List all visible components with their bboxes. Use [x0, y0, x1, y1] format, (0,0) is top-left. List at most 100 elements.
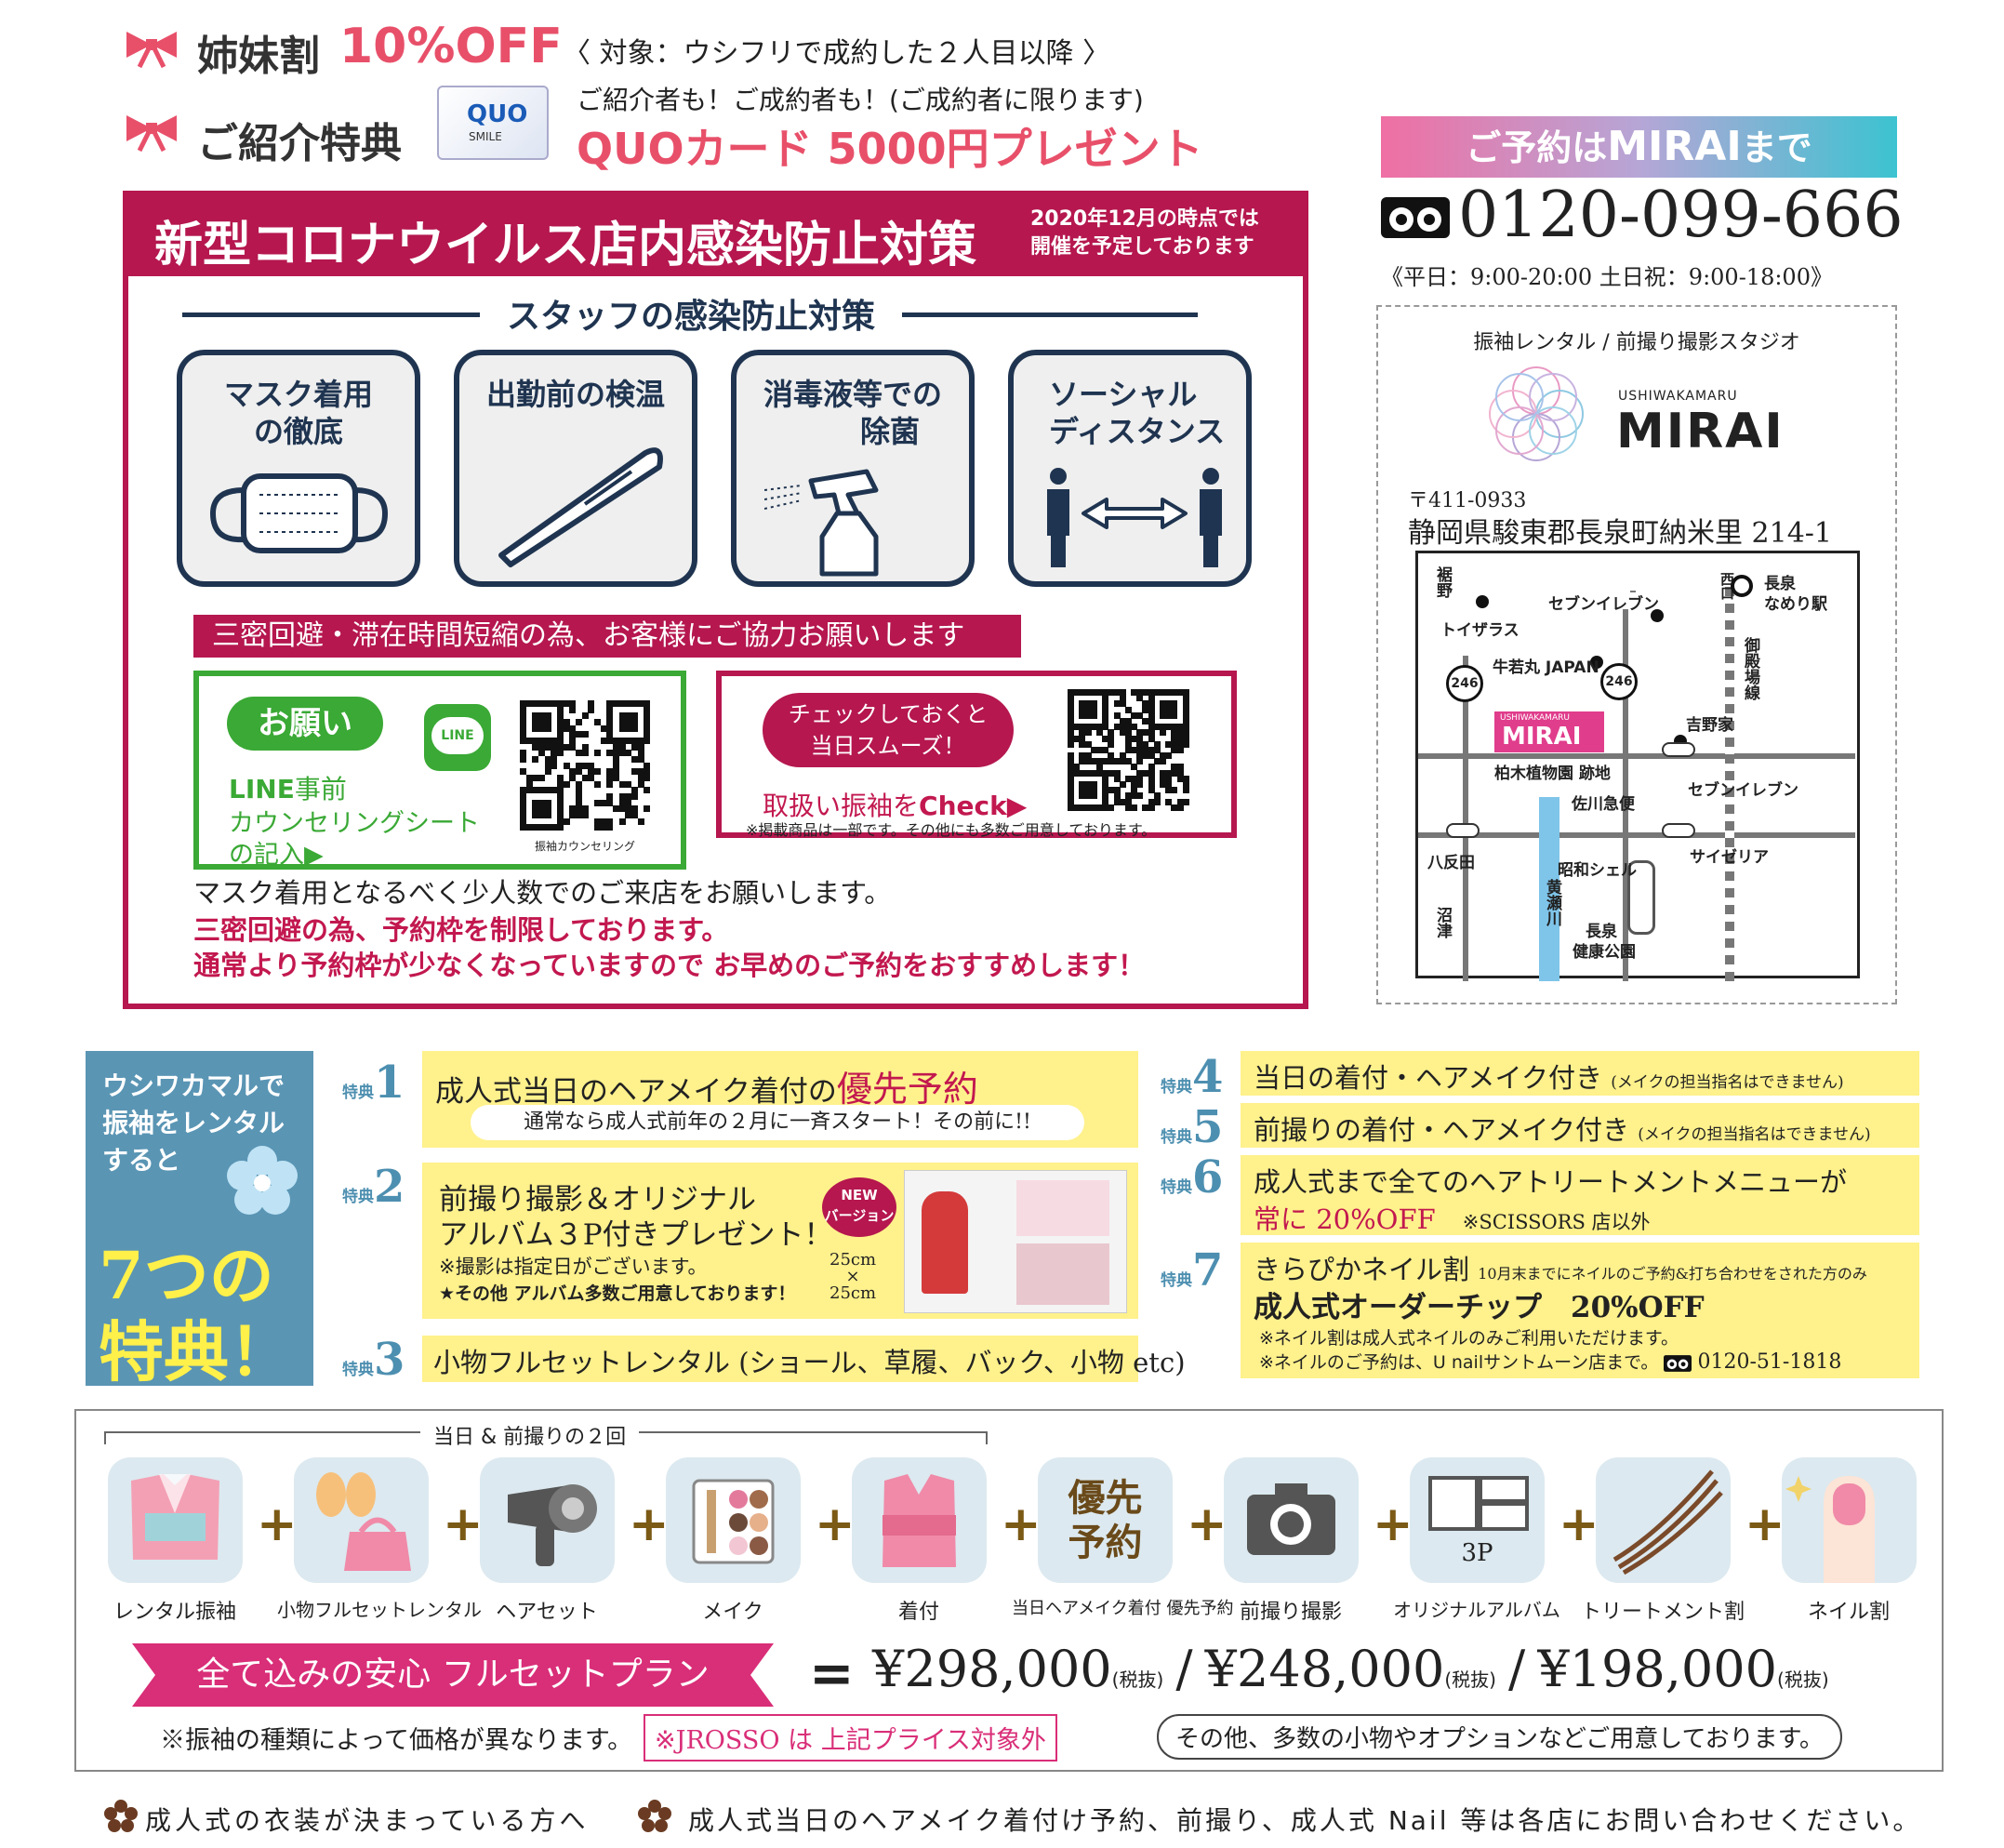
referral-note: ご紹介者も！ご成約者も！(ご成約者に限ります): [577, 85, 1144, 115]
qr-module: [625, 738, 632, 744]
qr-module: [613, 750, 619, 757]
qr-module: [1148, 724, 1155, 731]
qr-module: [1102, 706, 1109, 713]
qr-module: [1113, 711, 1121, 719]
studio-zip: 〒411-0933: [1408, 489, 1527, 512]
qr-module: [631, 725, 638, 732]
qr-module: [618, 725, 626, 732]
qr-module: [606, 725, 614, 732]
qr-module: [1113, 724, 1121, 731]
qr-module: [532, 799, 539, 806]
qr-module: [1182, 798, 1189, 805]
qr-module: [1142, 769, 1149, 777]
qr-module: [618, 738, 626, 744]
qr-module: [1084, 769, 1092, 777]
qr-module: [618, 743, 626, 751]
qr-module: [1165, 769, 1173, 777]
qr-module: [644, 768, 651, 776]
dressing-kimono-icon: [852, 1457, 987, 1583]
qr-module: [618, 805, 626, 813]
qr-module: [1165, 711, 1173, 719]
qr-module: [551, 762, 558, 769]
qr-module: [631, 738, 638, 744]
qr-module: [1124, 758, 1132, 765]
qr-module: [1176, 804, 1184, 811]
benefit-4-box: 当日の着付・ヘアメイク付き (メイクの担当指名はできません): [1241, 1051, 1919, 1096]
check-link[interactable]: 取扱い振袖をCheck▶: [763, 791, 1028, 821]
qr-module: [1119, 695, 1126, 702]
qr-module: [637, 743, 644, 751]
qr-module: [525, 824, 533, 831]
map-dot: [1651, 609, 1664, 622]
qr-module: [644, 762, 651, 769]
furisode-qr-code[interactable]: [1068, 689, 1189, 811]
qr-module: [1142, 752, 1149, 760]
line-text-2: カウンセリングシート: [229, 809, 480, 838]
qr-module: [1182, 711, 1189, 719]
benefit-3-box: 小物フルセットレンタル (ショール、草履、バック、小物 etc): [422, 1336, 1186, 1382]
qr-module: [1068, 758, 1074, 765]
qr-module: [557, 719, 564, 725]
mirai-flower-logo-icon: [1489, 366, 1584, 461]
qr-module: [1131, 775, 1138, 782]
qr-module: [618, 712, 626, 720]
qr-module: [613, 805, 619, 813]
ribbon-icon: [126, 115, 177, 153]
reservation-phone[interactable]: 0120-099-666: [1458, 179, 1904, 252]
ribbon-text: 全て込みの安心 フルセットプラン: [196, 1655, 710, 1694]
qr-module: [618, 799, 626, 806]
qr-module: [520, 738, 526, 744]
qr-module: [1113, 758, 1121, 765]
studio-tagline: 振袖レンタル / 前撮り撮影スタジオ: [1473, 331, 1800, 354]
qr-module: [532, 812, 539, 818]
qr-module: [1148, 695, 1155, 702]
line-counseling-box[interactable]: お願い LINE LINE事前 カウンセリングシート の記入▶ 振袖カウンセリン…: [193, 671, 686, 870]
qr-module: [551, 743, 558, 751]
qr-module: [1108, 689, 1115, 696]
qr-module: [631, 719, 638, 725]
qr-module: [1131, 746, 1138, 753]
qr-module: [1171, 711, 1178, 719]
qr-module: [532, 824, 539, 831]
benefit-1-box: 成人式当日のヘアメイク着付の優先予約 通常なら成人式前年の２月に一斉スタート！そ…: [422, 1051, 1138, 1148]
studio-address: 静岡県駿東郡長泉町納米里 214-1: [1408, 517, 1833, 550]
qr-module: [1182, 781, 1189, 789]
qr-module: [594, 750, 601, 757]
album-page: [1016, 1243, 1109, 1305]
qr-module: [1182, 717, 1189, 725]
benefit-number-3: 特典3: [342, 1334, 405, 1386]
qr-module: [1165, 781, 1173, 789]
line-qr-code[interactable]: [520, 700, 651, 831]
qr-module: [1079, 729, 1086, 737]
qr-module: [1079, 769, 1086, 777]
qr-module: [1124, 792, 1132, 800]
ribbon-icon: [126, 32, 177, 69]
qr-module: [1079, 711, 1086, 719]
nail-icon: [1782, 1457, 1917, 1583]
card-social-distance: ソーシャルディスタンス: [1008, 350, 1252, 587]
qr-module: [1068, 781, 1074, 789]
full-set-plan-ribbon: [132, 1643, 774, 1707]
qr-module: [525, 787, 533, 794]
qr-module: [1171, 740, 1178, 748]
qr-module: [576, 750, 582, 757]
qr-module: [1095, 758, 1103, 765]
qr-module: [520, 750, 526, 757]
qr-module: [1119, 729, 1126, 737]
studio-info-box: 振袖レンタル / 前撮り撮影スタジオ USHIWAKAMARU MIRAI 〒4…: [1376, 305, 1897, 1004]
qr-module: [1148, 752, 1155, 760]
qr-module: [1124, 775, 1132, 782]
qr-module: [1090, 689, 1097, 696]
qr-module: [525, 738, 533, 744]
qr-module: [1113, 792, 1121, 800]
qr-module: [625, 719, 632, 725]
qr-module: [625, 805, 632, 813]
qr-module: [1108, 787, 1115, 794]
qr-module: [1142, 740, 1149, 748]
plus-sign: +: [1373, 1496, 1413, 1552]
qr-module: [576, 780, 582, 788]
check-furisode-box[interactable]: チェックしておくと 当日スムーズ！ 取扱い振袖をCheck▶ ※掲載商品は一部で…: [716, 671, 1237, 839]
qr-module: [1148, 711, 1155, 719]
qr-module: [1182, 729, 1189, 737]
qr-module: [1090, 787, 1097, 794]
